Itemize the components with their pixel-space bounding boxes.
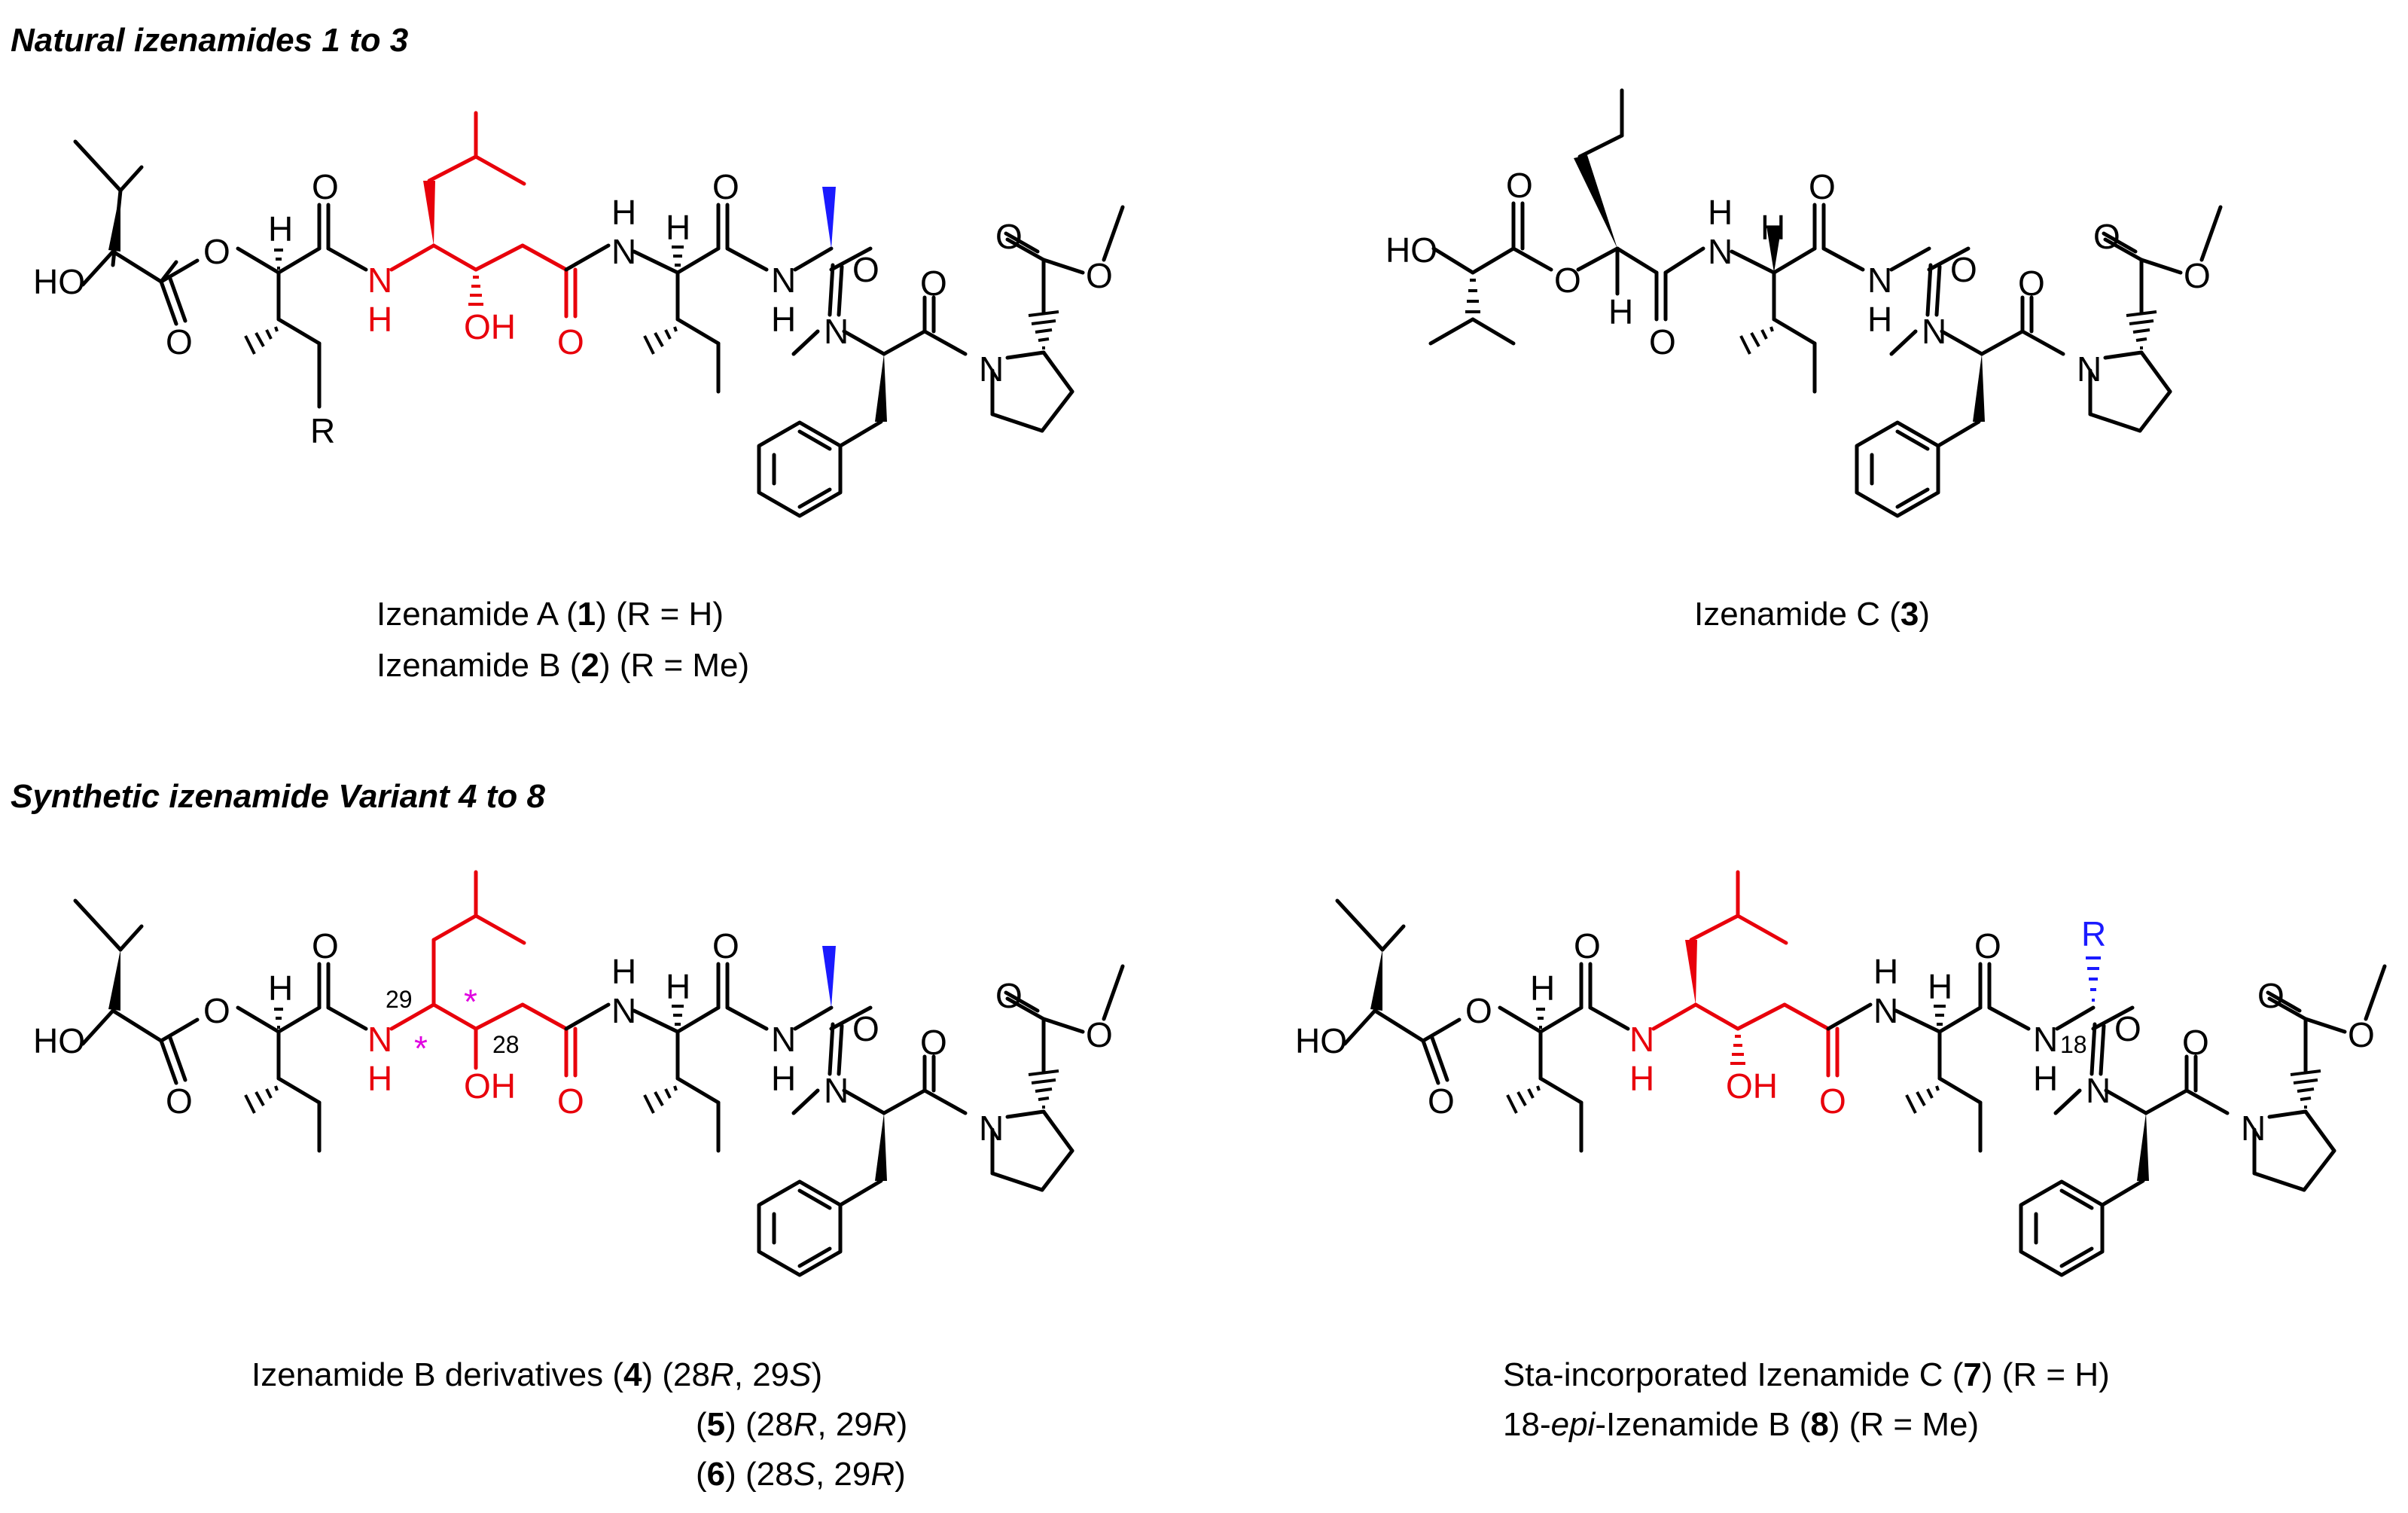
atom-h: H	[666, 208, 690, 247]
atom-h: H	[1629, 1059, 1654, 1098]
atom-oh: OH	[1726, 1066, 1778, 1106]
caption-derivative-6: (6) (28S, 29R)	[696, 1456, 906, 1493]
atom-n: N	[1708, 232, 1733, 271]
caption-derivative-4: Izenamide B derivatives (4) (28R, 29S)	[251, 1356, 822, 1393]
atom-h: H	[1760, 208, 1785, 247]
atom-oh: OH	[464, 1066, 516, 1106]
atom-h: H	[2033, 1059, 2058, 1098]
atom-o: O	[1974, 926, 2001, 965]
position-29: 29	[386, 986, 413, 1013]
atom-ho: HO	[33, 262, 85, 301]
atom-o: O	[1554, 261, 1581, 300]
atom-h: H	[1867, 300, 1892, 339]
atom-h: H	[771, 1059, 796, 1098]
atom-n: N	[824, 1071, 849, 1110]
atom-o: O	[2093, 217, 2120, 256]
atom-o: O	[852, 1009, 879, 1048]
atom-o: O	[995, 217, 1023, 256]
atom-o: O	[852, 250, 879, 289]
atom-o: O	[2018, 264, 2045, 303]
atom-o: O	[1950, 250, 1977, 289]
atom-n: N	[2077, 349, 2102, 389]
atom-o: O	[203, 232, 230, 271]
atom-o: O	[2182, 1023, 2209, 1062]
atom-n: N	[771, 1020, 796, 1059]
atom-h: H	[367, 300, 392, 339]
atom-o: O	[920, 264, 947, 303]
atom-h: H	[1708, 193, 1733, 232]
caption-compound-8: 18-epi-Izenamide B (8) (R = Me)	[1503, 1406, 1979, 1443]
atom-n: N	[824, 312, 849, 351]
atom-o: O	[166, 1081, 193, 1121]
atom-o: O	[203, 991, 230, 1030]
synthetic-header: Synthetic izenamide Variant 4 to 8	[11, 778, 545, 815]
atom-h: H	[367, 1059, 392, 1098]
atom-n: N	[1629, 1020, 1654, 1059]
structure-izenamide-a-b: HO O O H O R N H	[33, 111, 1123, 516]
atom-h: H	[1530, 969, 1555, 1008]
atom-o: O	[1819, 1081, 1846, 1121]
atom-o: O	[1506, 166, 1533, 205]
atom-n: N	[367, 261, 392, 300]
stereocenter-star: *	[464, 982, 477, 1021]
atom-oh: OH	[464, 307, 516, 346]
position-28: 28	[492, 1031, 520, 1058]
stereocenter-star: *	[414, 1029, 428, 1068]
atom-o: O	[1465, 991, 1492, 1030]
atom-o: O	[2348, 1015, 2375, 1054]
atom-r: R	[310, 411, 335, 450]
atom-h: H	[1608, 292, 1633, 331]
atom-r: R	[2081, 914, 2106, 953]
atom-o: O	[712, 926, 739, 965]
atom-n: N	[1867, 261, 1892, 300]
atom-o: O	[2114, 1009, 2141, 1048]
atom-o: O	[312, 926, 339, 965]
structure-derivatives-4-6: HO O O H O N H 29 * *	[33, 870, 1123, 1275]
atom-o: O	[557, 1081, 584, 1121]
atom-o: O	[1574, 926, 1601, 965]
atom-o: O	[166, 322, 193, 361]
atom-ho: HO	[33, 1021, 85, 1060]
atom-n: N	[2241, 1109, 2266, 1148]
atom-h: H	[611, 193, 636, 232]
structure-izenamide-c: HO O O H O N H H	[1385, 88, 2221, 516]
atom-n: N	[771, 261, 796, 300]
atom-ho: HO	[1295, 1021, 1347, 1060]
caption-izenamide-a: Izenamide A (1) (R = H)	[376, 596, 724, 633]
atom-h: H	[1873, 952, 1898, 991]
atom-h: H	[666, 967, 690, 1006]
atom-ho: HO	[1385, 230, 1437, 270]
caption-izenamide-b: Izenamide B (2) (R = Me)	[376, 647, 749, 684]
atom-o: O	[995, 976, 1023, 1015]
atom-o: O	[1809, 167, 1836, 206]
atom-o: O	[1649, 322, 1676, 361]
atom-n: N	[2033, 1020, 2058, 1059]
atom-o: O	[1428, 1081, 1455, 1121]
atom-o: O	[1086, 1015, 1113, 1054]
atom-o: O	[920, 1023, 947, 1062]
atom-h: H	[268, 969, 293, 1008]
atom-o: O	[712, 167, 739, 206]
atom-h: H	[1928, 967, 1952, 1006]
atom-n: N	[979, 349, 1004, 389]
caption-izenamide-c: Izenamide C (3)	[1694, 596, 1930, 633]
atom-n: N	[1922, 312, 1946, 351]
atom-o: O	[1086, 256, 1113, 295]
atom-h: H	[268, 209, 293, 249]
atom-o: O	[2257, 976, 2285, 1015]
atom-o: O	[2184, 256, 2211, 295]
natural-header: Natural izenamides 1 to 3	[11, 22, 408, 59]
caption-derivative-5: (5) (28R, 29R)	[696, 1406, 907, 1443]
caption-compound-7: Sta-incorporated Izenamide C (7) (R = H)	[1503, 1356, 2110, 1393]
atom-n: N	[979, 1109, 1004, 1148]
atom-h: H	[611, 952, 636, 991]
structure-compounds-7-8: HO O O H O N H	[1295, 870, 2385, 1275]
atom-n: N	[2086, 1071, 2111, 1110]
atom-o: O	[312, 167, 339, 206]
atom-o: O	[557, 322, 584, 361]
position-18: 18	[2060, 1031, 2087, 1058]
atom-n: N	[367, 1020, 392, 1059]
atom-h: H	[771, 300, 796, 339]
